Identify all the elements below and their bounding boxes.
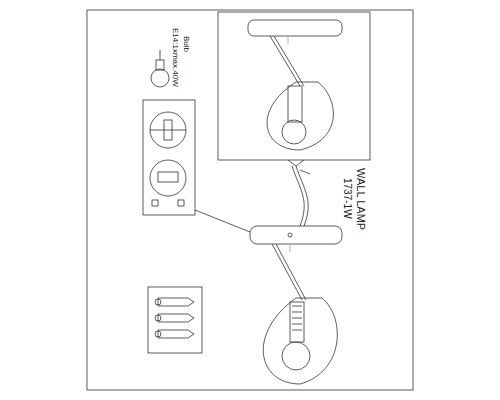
detail-circle [150,112,186,148]
axis [290,244,291,252]
cable [292,166,308,226]
wire-ends [288,160,310,174]
ceiling-line [150,130,186,131]
screw-head [155,315,161,321]
arm [276,244,306,300]
bulb-label: Bulb [182,36,190,52]
wall-plate [250,226,342,244]
bulb-icon [151,69,169,87]
bracket [158,172,178,182]
screw [288,233,292,237]
nut [178,200,184,206]
socket-thread [292,306,302,330]
screw-head [155,331,161,337]
anchor [164,120,172,140]
axis [288,36,289,44]
hardware-frame [148,287,202,353]
arm [270,36,300,86]
arm [274,36,304,86]
socket [288,86,302,122]
detail-frame [143,100,195,215]
bulb [282,342,310,370]
screws [158,298,194,338]
model-number: 1737-1W [342,178,352,219]
nut [152,200,158,206]
bulb-pin [160,50,161,60]
socket [290,302,304,342]
bulb [282,120,306,144]
bulb-spec: E14:1xmax.40W [171,28,179,87]
detail-circle [150,160,186,196]
leader-line [195,210,250,232]
inset-frame [218,12,370,160]
arm [272,244,302,300]
screw-head [155,299,161,305]
wall-plate [248,20,342,36]
shade [267,82,333,150]
shade [263,298,337,384]
sheet-frame [87,10,413,390]
title-text: WALL LAMP [355,168,366,230]
bulb-base [156,60,164,70]
